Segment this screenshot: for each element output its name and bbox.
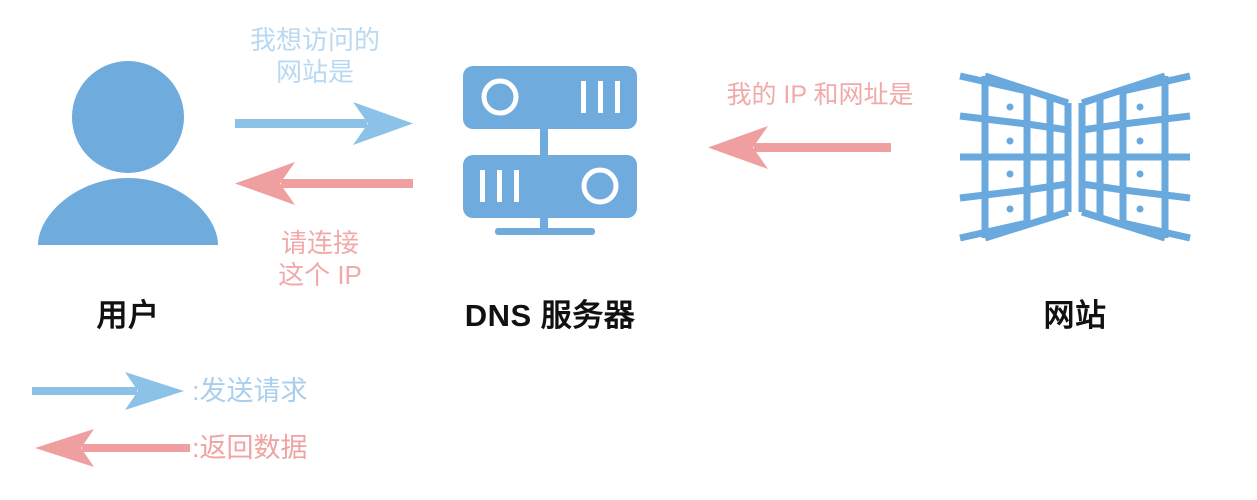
- node-label-dns-server: DNS 服务器: [464, 298, 636, 333]
- flow-label-line: 请连接: [280, 228, 359, 258]
- flow-label-website-to-dns: 我的 IP 和网址是: [690, 80, 950, 111]
- node-label-website: 网站: [1043, 298, 1107, 333]
- flow-label-line: 网站是: [275, 56, 354, 87]
- arrow-request-user-to-dns: [235, 102, 413, 145]
- legend-label-send-request: :发送请求: [192, 376, 308, 406]
- flow-label-line: 我想访问的: [249, 25, 380, 55]
- node-user: [38, 60, 218, 245]
- flow-label-dns-to-user: 请连接 这个 IP: [235, 228, 405, 291]
- node-dns-server: [455, 62, 645, 252]
- legend-arrow-return-data: [35, 429, 190, 467]
- flow-label-line: 我的 IP 和网址是: [726, 81, 914, 109]
- node-website: [955, 62, 1195, 252]
- legend-arrow-send-request: [32, 372, 184, 410]
- flow-label-line: 这个 IP: [278, 259, 362, 290]
- legend-label-return-data: :返回数据: [192, 433, 308, 463]
- node-label-user: 用户: [96, 298, 160, 333]
- server-rack-icon: [959, 72, 1191, 242]
- user-avatar-icon: [38, 61, 218, 245]
- arrow-response-dns-to-user: [235, 162, 413, 205]
- server-stack-icon: [463, 66, 637, 235]
- arrow-response-website-to-dns: [708, 126, 891, 169]
- flow-label-user-to-dns: 我想访问的 网站是: [215, 25, 415, 88]
